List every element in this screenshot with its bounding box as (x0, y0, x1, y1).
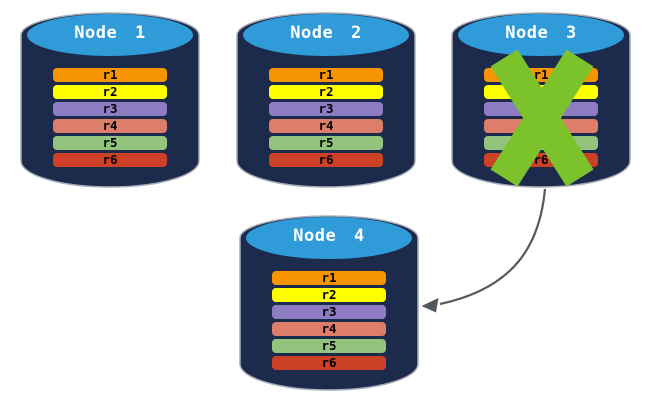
row-r4: r4 (272, 321, 386, 336)
row-r4: r4 (269, 118, 383, 133)
row-r4: r4 (53, 118, 167, 133)
arrow-line (439, 188, 547, 306)
arrow-head-icon (421, 298, 439, 313)
row-r6: r6 (53, 152, 167, 167)
row-r1: r1 (272, 270, 386, 285)
node-label: Node 1 (74, 23, 146, 43)
row-r1: r1 (269, 67, 383, 82)
row-stack: r1 r2 r3 r4 r5 r6 (272, 270, 386, 370)
row-r3: r3 (53, 101, 167, 116)
database-node-4: Node 4 r1 r2 r3 r4 r5 r6 (239, 215, 419, 395)
row-r5: r5 (53, 135, 167, 150)
row-r2: r2 (53, 84, 167, 99)
row-r5: r5 (272, 338, 386, 353)
node-label: Node 4 (293, 226, 365, 246)
row-r6: r6 (272, 355, 386, 370)
node-label: Node 2 (290, 23, 362, 43)
row-r1: r1 (53, 67, 167, 82)
database-node-3: Node 3r1r2r3r4r5r6 (451, 12, 631, 192)
row-r2: r2 (272, 287, 386, 302)
row-r2: r2 (269, 84, 383, 99)
failure-x-icon (490, 49, 594, 187)
row-r3: r3 (269, 101, 383, 116)
row-r5: r5 (269, 135, 383, 150)
row-r3: r3 (272, 304, 386, 319)
row-stack: r1 r2 r3 r4 r5 r6 (53, 67, 167, 167)
row-stack: r1 r2 r3 r4 r5 r6 (269, 67, 383, 167)
database-node-2: Node 2 r1 r2 r3 r4 r5 r6 (236, 12, 416, 192)
node-label: Node 3 (505, 23, 577, 43)
database-node-1: Node 1 r1 r2 r3 r4 r5 r6 (20, 12, 200, 192)
row-r6: r6 (269, 152, 383, 167)
